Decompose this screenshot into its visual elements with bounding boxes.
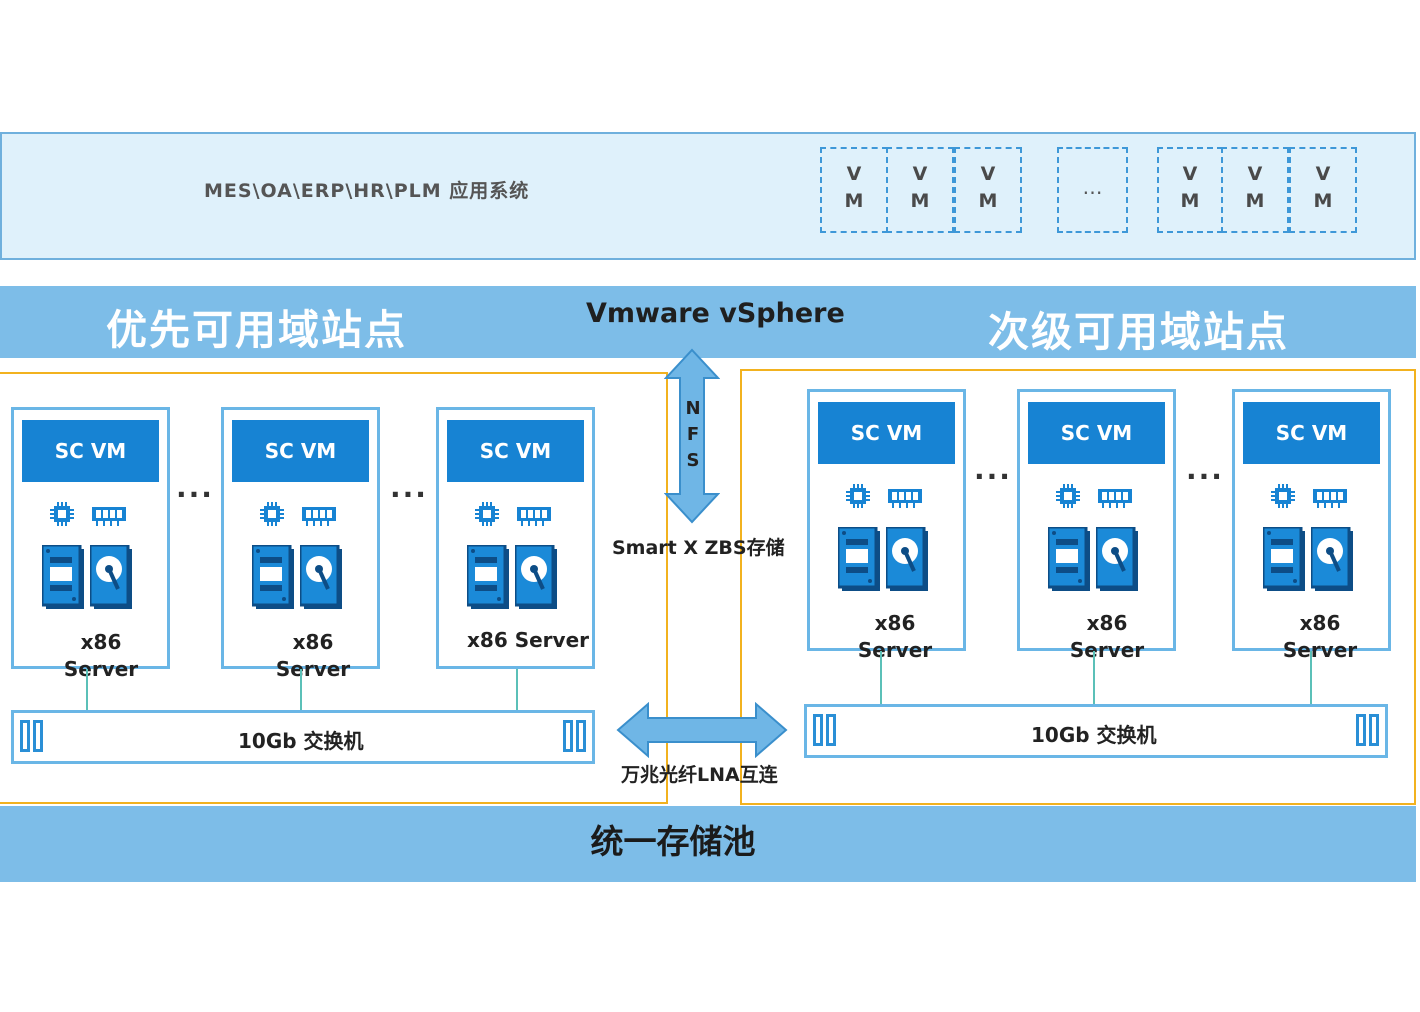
primary-site-title: 优先可用域站点 [106,306,407,354]
memory-icon [1313,488,1347,508]
ssd-icon [838,527,882,593]
vm-box: V M [954,147,1022,233]
cpu-icon [260,502,284,526]
cpu-icon [475,502,499,526]
port-icon [20,720,30,752]
port-icon [1356,714,1366,746]
application-systems-label: MES\OA\ERP\HR\PLM 应用系统 [204,180,530,202]
sc-vm-block: SC VM [1243,402,1380,464]
memory-icon [517,506,551,526]
connector-line [516,669,518,711]
switch-label: 10Gb 交换机 [238,729,364,753]
ssd-icon [1048,527,1092,593]
secondary-site-frame [740,369,1416,805]
application-layer-band [0,132,1416,260]
interconnect-label: 万兆光纤LNA互连 [621,764,778,786]
connector-line [1310,651,1312,705]
nfs-letter: S [686,450,700,471]
memory-icon [302,506,336,526]
server-label: x86 Server [857,611,933,662]
10gb-switch-primary [11,710,595,764]
secondary-site-title: 次级可用域站点 [988,308,1289,356]
hdd-icon [886,527,930,593]
10gb-switch-secondary [804,704,1388,758]
vsphere-label: Vmware vSphere [586,298,845,329]
vm-box: V M [820,147,888,233]
hdd-icon [515,545,559,611]
vm-ellipsis-box: … [1057,147,1128,233]
server-ellipsis: ··· [1186,460,1224,493]
storage-pool-band [0,806,1416,882]
port-icon [826,714,836,746]
lan-horizontal-arrow [616,702,788,758]
cpu-icon [846,484,870,508]
sc-vm-block: SC VM [447,420,584,482]
port-icon [563,720,573,752]
port-icon [813,714,823,746]
storage-label: Smart X ZBS存储 [612,537,785,559]
ssd-icon [467,545,511,611]
server-label: x86 Server [1282,611,1358,662]
nfs-letter: F [686,424,700,445]
port-icon [576,720,586,752]
vm-box: V M [1221,147,1289,233]
vm-box: V M [1289,147,1357,233]
switch-label: 10Gb 交换机 [1031,723,1157,747]
cpu-icon [1271,484,1295,508]
connector-line [300,669,302,711]
memory-icon [1098,488,1132,508]
server-label: x86 Server [63,630,139,681]
sc-vm-block: SC VM [1028,402,1165,464]
server-label: x86 Server [1069,611,1145,662]
vm-box: V M [886,147,954,233]
memory-icon [92,506,126,526]
vm-box: V M [1157,147,1223,233]
hdd-icon [300,545,344,611]
storage-pool-label: 统一存储池 [590,822,756,861]
sc-vm-block: SC VM [818,402,955,464]
vsphere-band [0,286,1416,358]
server-label: x86 Server [467,628,589,652]
server-ellipsis: ··· [974,460,1012,493]
port-icon [33,720,43,752]
hdd-icon [90,545,134,611]
ssd-icon [1263,527,1307,593]
ssd-icon [252,545,296,611]
connector-line [880,651,882,705]
primary-site-frame [0,372,668,804]
memory-icon [888,488,922,508]
cpu-icon [1056,484,1080,508]
hdd-icon [1311,527,1355,593]
nfs-letter: N [685,398,701,419]
ssd-icon [42,545,86,611]
server-label: x86 Server [275,630,351,681]
sc-vm-block: SC VM [22,420,159,482]
hdd-icon [1096,527,1140,593]
server-ellipsis: ··· [176,478,214,511]
server-ellipsis: ··· [390,478,428,511]
cpu-icon [50,502,74,526]
connector-line [86,669,88,711]
nfs-vertical-arrow [664,348,720,524]
port-icon [1369,714,1379,746]
sc-vm-block: SC VM [232,420,369,482]
connector-line [1093,651,1095,705]
